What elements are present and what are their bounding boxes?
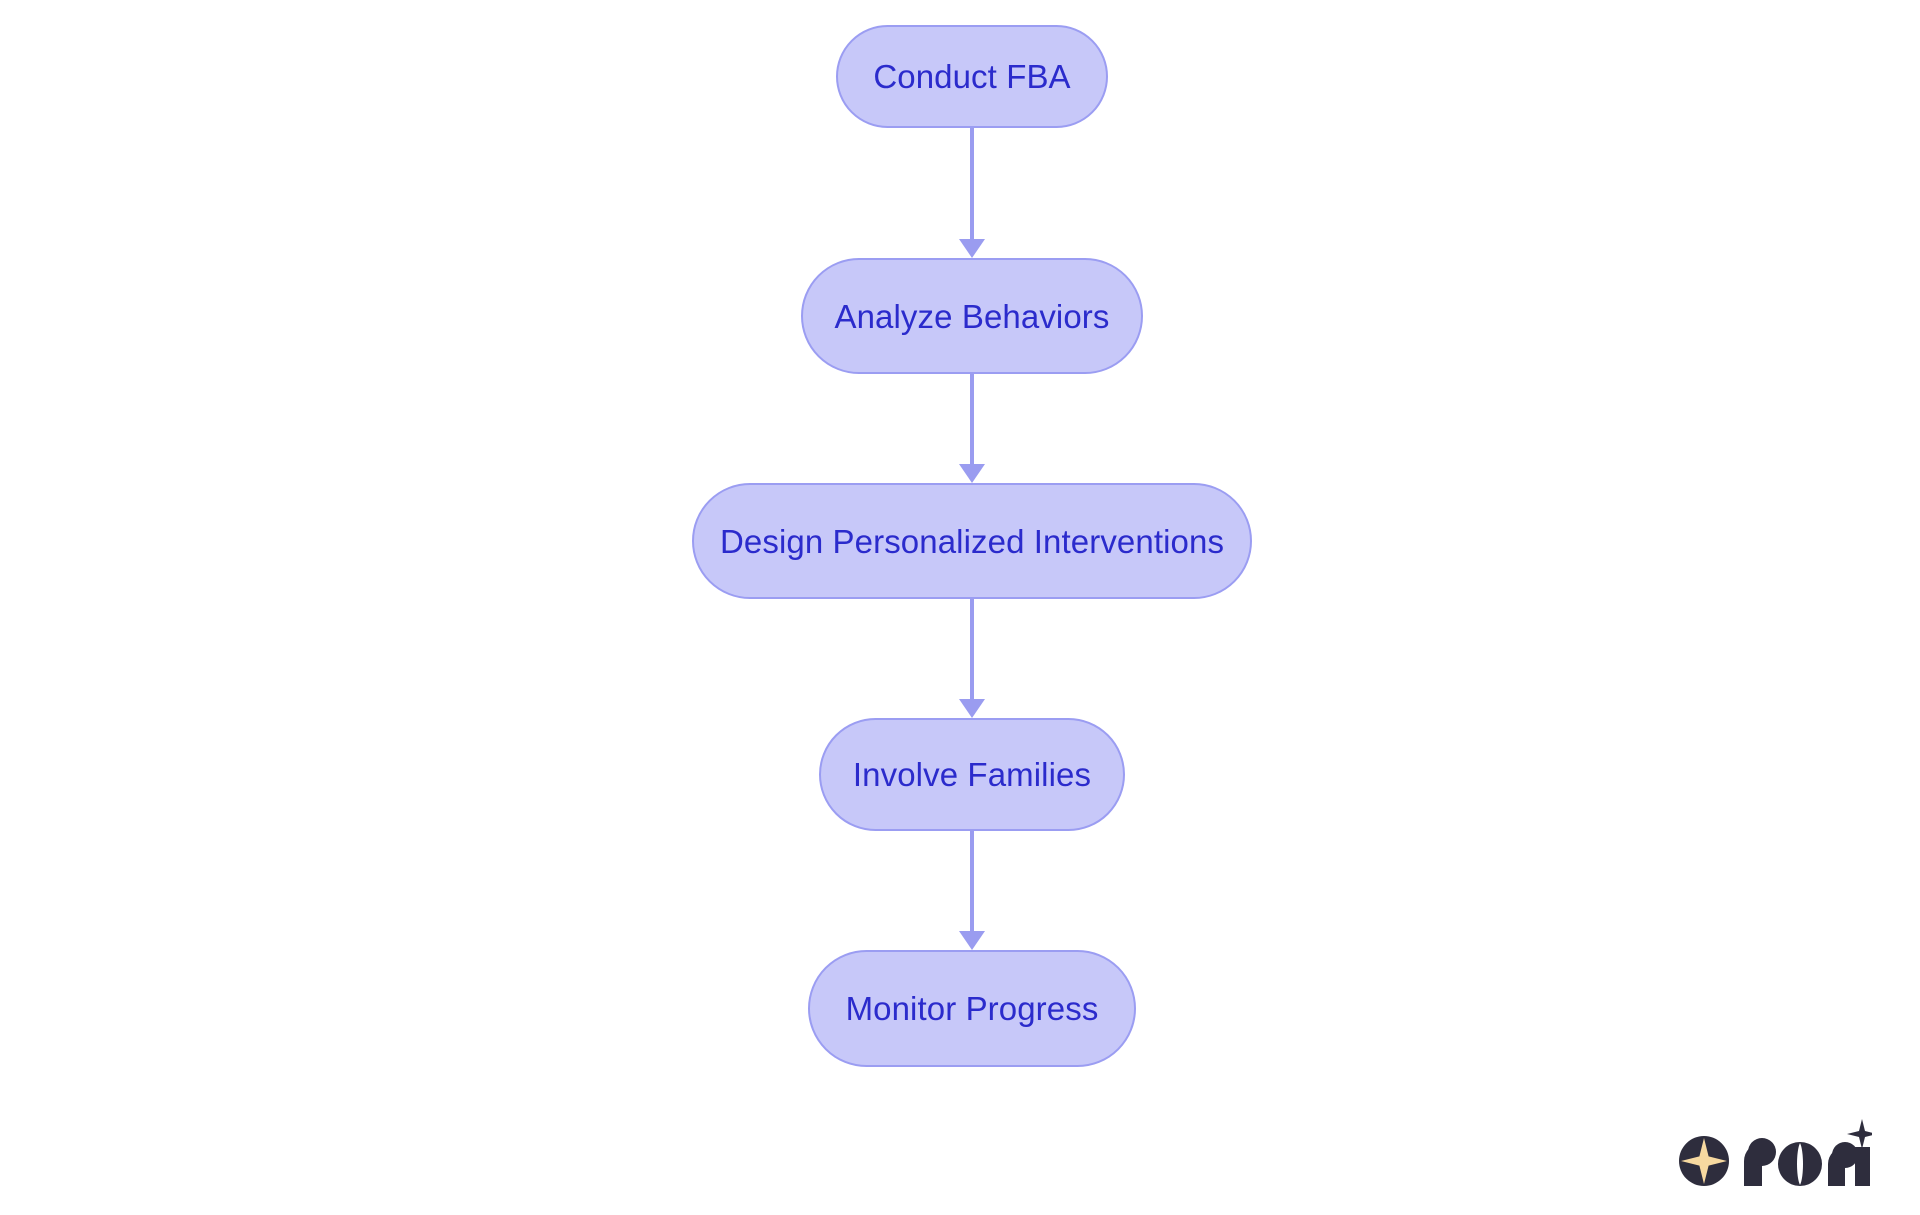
flowchart-arrow-conduct-fba-to-analyze-behaviors xyxy=(959,128,985,258)
arrow-head-icon xyxy=(959,699,985,718)
rori-logo-svg xyxy=(1679,1119,1877,1186)
rori-logo-letter-i xyxy=(1855,1141,1870,1186)
flowchart-arrow-involve-families-to-monitor-progress xyxy=(959,831,985,950)
flowchart-node-monitor-progress[interactable]: Monitor Progress xyxy=(808,950,1136,1067)
flowchart-node-label: Monitor Progress xyxy=(845,990,1099,1027)
flowchart-node-label: Involve Families xyxy=(852,756,1092,793)
rori-logo-mark-icon xyxy=(1679,1136,1729,1186)
flowchart-node-label: Conduct FBA xyxy=(873,58,1071,95)
rori-logo-letter-r-1 xyxy=(1744,1138,1776,1186)
flowchart-node-label: Analyze Behaviors xyxy=(834,297,1110,335)
rori-logo-letter-o xyxy=(1778,1142,1822,1186)
arrow-head-icon xyxy=(959,239,985,258)
flowchart-node-analyze-behaviors[interactable]: Analyze Behaviors xyxy=(801,258,1143,374)
flowchart-node-label: Design Personalized Interventions xyxy=(719,522,1225,560)
arrow-head-icon xyxy=(959,931,985,950)
arrow-stem xyxy=(970,831,974,931)
arrow-stem xyxy=(970,128,974,239)
arrow-stem xyxy=(970,599,974,699)
flowchart-node-conduct-fba[interactable]: Conduct FBA xyxy=(836,25,1108,128)
arrow-head-icon xyxy=(959,464,985,483)
flowchart-node-involve-families[interactable]: Involve Families xyxy=(819,718,1125,831)
arrow-stem xyxy=(970,374,974,464)
rori-logo xyxy=(1672,1117,1877,1193)
flowchart-arrow-analyze-behaviors-to-design-personalized-interventions xyxy=(959,374,985,483)
rori-logo-sparkle-icon xyxy=(1847,1119,1877,1149)
flowchart-arrow-design-personalized-interventions-to-involve-families xyxy=(959,599,985,718)
flowchart-node-design-personalized-interventions[interactable]: Design Personalized Interventions xyxy=(692,483,1252,599)
rori-logo-letter-r-2 xyxy=(1828,1142,1858,1186)
